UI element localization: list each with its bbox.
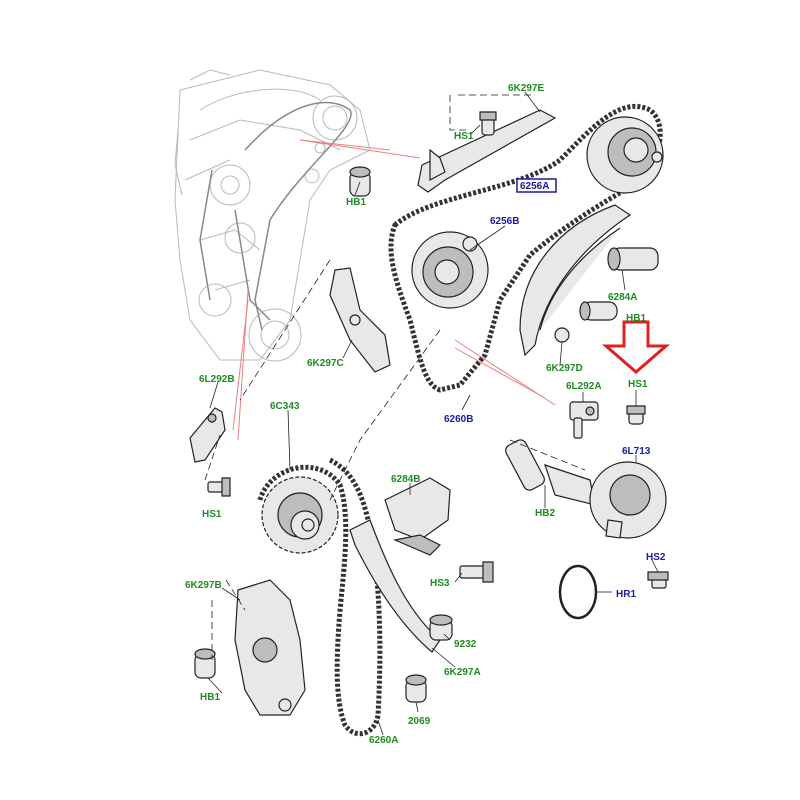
chain-guide-6K297B: [234, 579, 306, 716]
label-6K297E: 6K297E: [508, 83, 544, 94]
label-6260B: 6260B: [444, 414, 473, 425]
upper-chain-guide-6K297E: [417, 109, 557, 193]
label-HS1-left: HS1: [202, 509, 222, 520]
label-HS3: HS3: [430, 578, 450, 589]
label-HR1: HR1: [616, 589, 636, 600]
label-HS1-top: HS1: [454, 131, 474, 142]
label-HB1-mid: HB1: [626, 313, 646, 324]
bolt-HS1-top: [479, 111, 497, 136]
solenoid-HB2: [505, 439, 596, 506]
engine-overview-ghost: [174, 69, 371, 362]
label-6K297B: 6K297B: [185, 580, 222, 591]
label-HB1-bottom: HB1: [200, 692, 220, 703]
tensioner-guide-6K297A: [349, 519, 441, 653]
label-HB2: HB2: [535, 508, 555, 519]
intake-camshaft-sprocket-6256B: [411, 231, 489, 309]
bracket-6L292A: [569, 401, 599, 439]
lower-timing-chain: [257, 457, 383, 737]
label-6C343: 6C343: [270, 401, 300, 412]
o-ring-HR1: [558, 564, 598, 620]
label-6K297A: 6K297A: [444, 667, 481, 678]
label-6256A: 6256A: [520, 181, 549, 192]
label-6L292A: 6L292A: [566, 381, 602, 392]
part-labels: 6K297E HS1 HB1 6256A 6256B 6284A HB1 6K2…: [185, 83, 666, 746]
camshaft-sprocket: [586, 116, 664, 194]
label-6K297D: 6K297D: [546, 363, 583, 374]
dowel-HB1-bottom: [194, 648, 216, 679]
dowel-HB1-mid: [579, 301, 618, 321]
label-9232: 9232: [454, 639, 477, 650]
bolt-HS1-right: [626, 405, 646, 425]
chain-tensioner-6284B: [384, 477, 451, 556]
chain-tensioner-6284A: [607, 247, 659, 271]
label-HS2: HS2: [646, 552, 666, 563]
bracket-6L292B: [189, 407, 226, 463]
label-6284B: 6284B: [391, 474, 420, 485]
label-6L292B: 6L292B: [199, 374, 235, 385]
leader-lines: [207, 91, 659, 736]
assembly-dash-lines: [204, 94, 586, 660]
upper-timing-chain: [388, 103, 663, 393]
dowel-9232: [429, 614, 453, 641]
bolt-HS1-left: [207, 477, 231, 497]
dowel-HB1-top: [349, 166, 371, 197]
bolt-HS3: [459, 561, 494, 583]
label-HS1-right: HS1: [628, 379, 648, 390]
label-HB1-top: HB1: [346, 197, 366, 208]
washer-2069: [405, 674, 427, 703]
crankshaft-sprocket-6C343: [261, 476, 339, 554]
label-6K297C: 6K297C: [307, 358, 344, 369]
boxed-label-frame: [516, 178, 557, 193]
label-6284A: 6284A: [608, 292, 637, 303]
highlight-arrow: [601, 320, 671, 374]
label-2069: 2069: [408, 716, 431, 727]
housing-6L713: [589, 461, 667, 539]
bolt-HS2: [647, 571, 669, 589]
tensioner-arm-6K297C: [329, 267, 391, 373]
label-6256B: 6256B: [490, 216, 519, 227]
tensioner-guide-6K297D: [519, 204, 632, 357]
projection-lines: [232, 139, 556, 441]
label-6260A: 6260A: [369, 735, 398, 746]
label-6L713: 6L713: [622, 446, 651, 457]
